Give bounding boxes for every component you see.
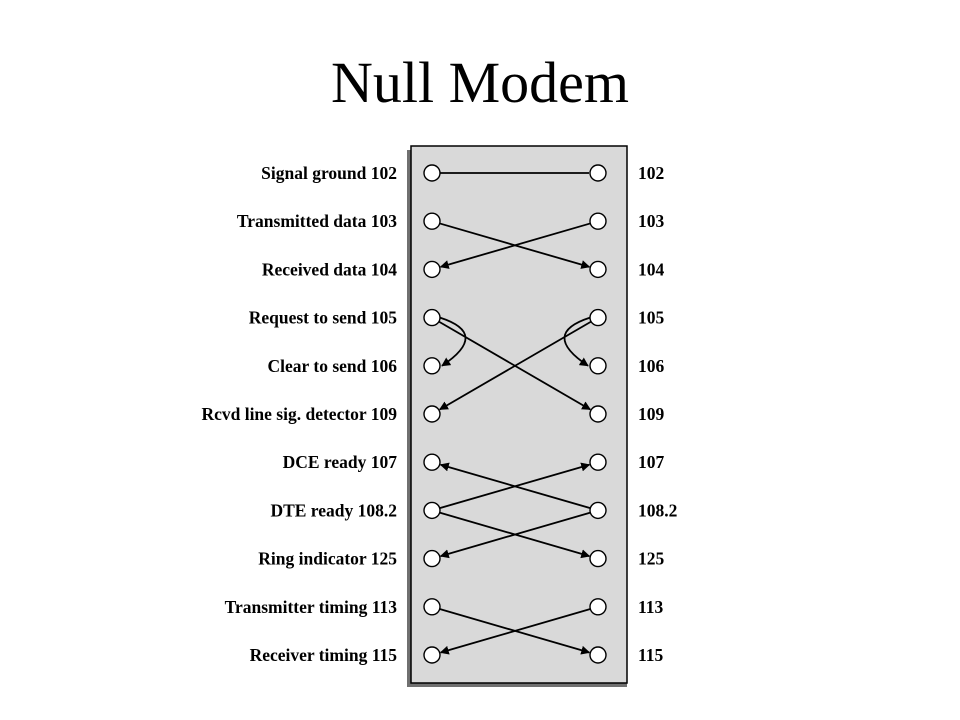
right-pin-label: 103 [638,211,665,231]
right-pin-label: 107 [638,452,665,472]
right-pin-label: 104 [638,259,665,279]
left-pin-label: DTE ready 108.2 [270,500,397,520]
right-pin-label: 115 [638,645,664,665]
left-pin-label: Clear to send 106 [268,356,398,376]
left-pin-circle [423,598,441,616]
left-pin-label: Transmitted data 103 [237,211,397,231]
right-pin-label: 102 [638,163,664,183]
signal-wire [439,462,591,510]
right-pin-circle [589,501,607,520]
left-pin-circle [423,549,441,568]
right-pin-label: 108.2 [638,500,677,520]
loopback-wire [563,316,591,367]
left-pin-circle [423,357,441,375]
left-pin-label: Signal ground 102 [261,163,397,183]
right-pin-circle [589,308,607,327]
right-pin-circle [589,598,607,616]
left-pin-circle [423,501,441,520]
right-pin-circle [589,453,607,471]
left-pin-circle [423,646,441,664]
right-pin-label: 106 [638,356,665,376]
signal-wire [439,511,591,559]
right-pin-circle [589,260,607,279]
right-pin-circle [589,549,607,568]
right-pin-circle [589,357,607,375]
right-pin-circle [589,405,607,423]
left-pin-label: Receiver timing 115 [250,645,398,665]
left-pin-label: DCE ready 107 [283,452,398,472]
signal-wire [439,608,591,655]
left-pin-label: Rcvd line sig. detector 109 [201,404,397,424]
slide-title: Null Modem [330,50,630,115]
signal-wire [439,222,591,269]
right-pin-circle [589,164,607,182]
right-pin-circle [589,212,607,230]
left-pin-circle [423,308,441,327]
left-pin-label: Transmitter timing 113 [225,597,398,617]
right-pin-label: 109 [638,404,665,424]
left-pin-label: Request to send 105 [249,308,398,328]
left-pin-circle [423,260,441,279]
left-pin-circle [423,453,441,471]
left-pin-circle [423,164,441,182]
right-pin-label: 125 [638,549,665,569]
left-pin-circle [423,405,441,423]
signal-wire [439,320,592,411]
right-pin-circle [589,646,607,664]
right-pin-label: 105 [638,308,665,328]
right-pin-label: 113 [638,597,664,617]
left-pin-circle [423,212,441,230]
loopback-wire [439,316,467,367]
left-pin-label: Received data 104 [262,259,397,279]
left-pin-label: Ring indicator 125 [258,549,397,569]
